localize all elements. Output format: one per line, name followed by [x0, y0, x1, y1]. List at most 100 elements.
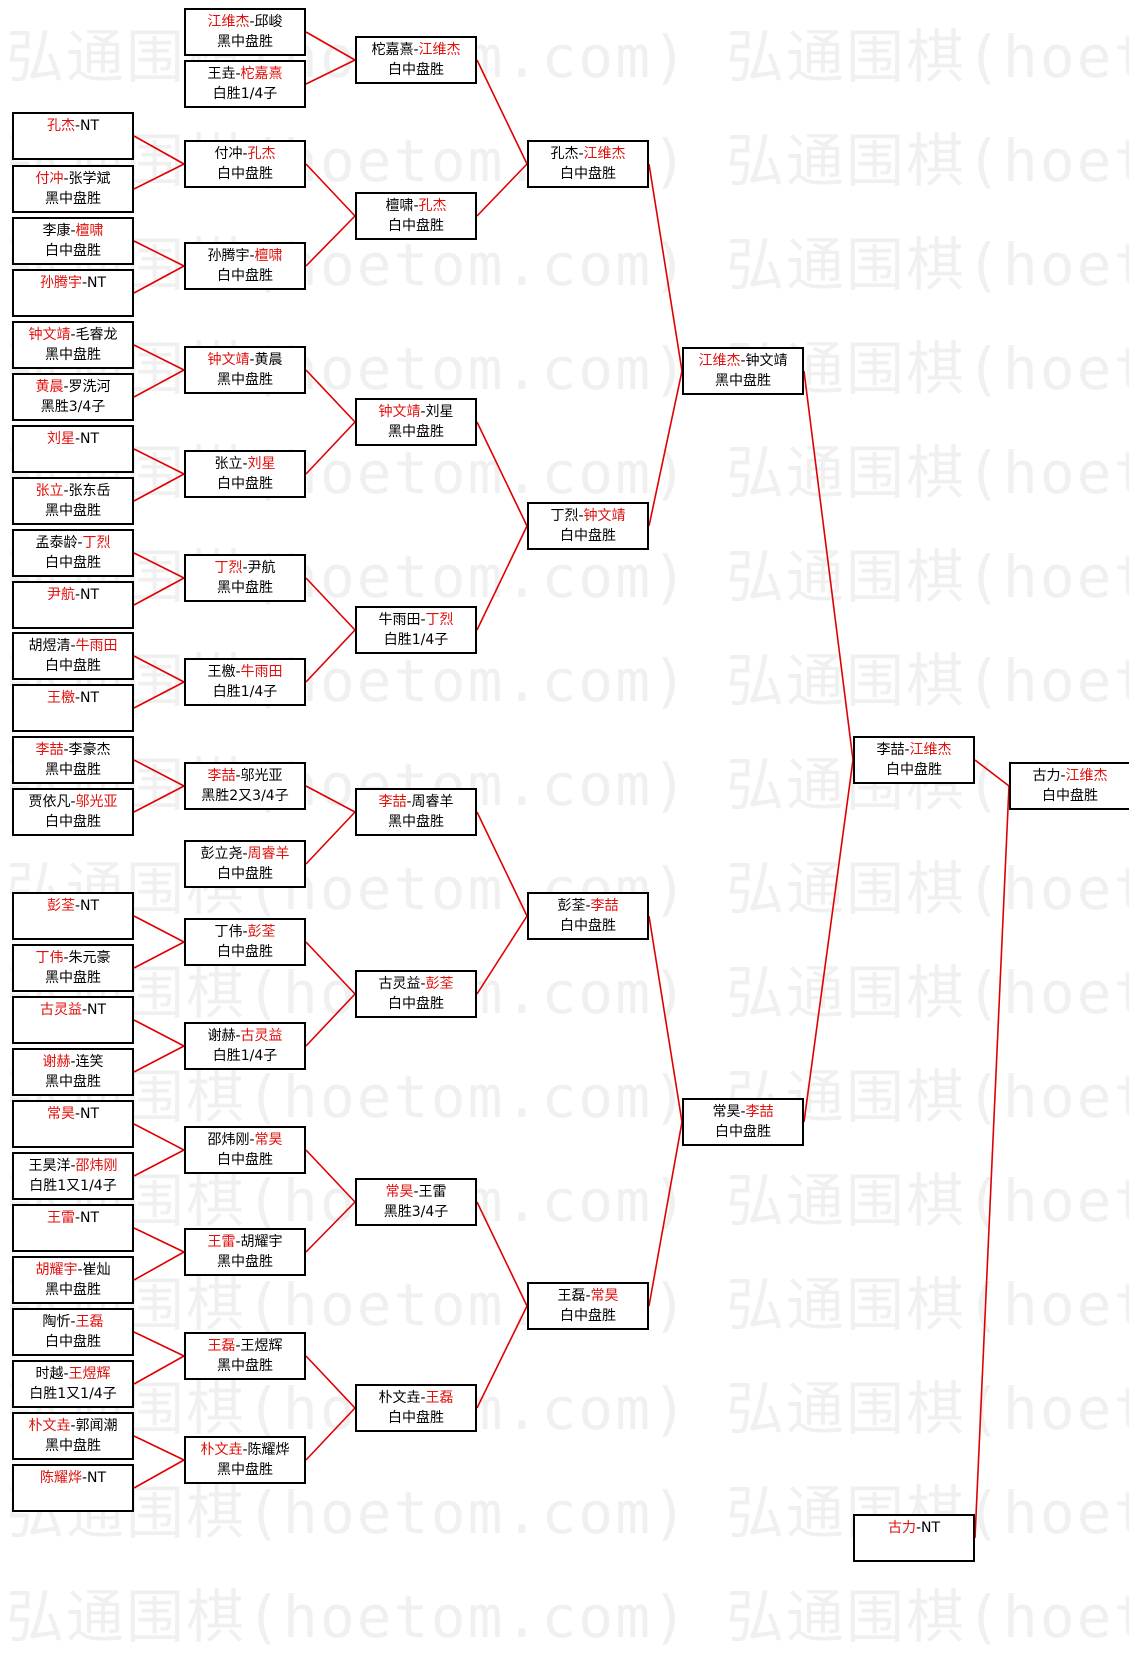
connector-line [476, 915, 528, 995]
match-players: 檀啸-孔杰 [357, 196, 475, 216]
match-box: 胡耀宇-崔灿黑中盘胜 [12, 1256, 134, 1304]
separator: - [74, 690, 81, 706]
match-box: 谢赫-古灵益白胜1/4子 [184, 1022, 306, 1070]
match-result: 黑胜3/4子 [40, 399, 106, 415]
separator: - [70, 638, 76, 654]
separator: - [63, 950, 69, 966]
connector-line [803, 759, 854, 1123]
connector-line [974, 785, 1010, 1539]
connector-line [476, 59, 528, 165]
match-box: 钟文靖-毛睿龙黑中盘胜 [12, 321, 134, 369]
separator: - [420, 1390, 426, 1406]
match-box: 王垚-柁嘉熹白胜1/4子 [184, 60, 306, 108]
separator: - [249, 352, 255, 368]
player-b: 崔灿 [82, 1262, 111, 1278]
player-a: 孔杰 [46, 118, 75, 134]
player-b: 常昊 [254, 1132, 283, 1148]
match-players: 谢赫-古灵益 [186, 1026, 304, 1046]
player-b: 彭荃 [247, 924, 276, 940]
match-result: 黑中盘胜 [217, 1254, 273, 1270]
match-box: 钟文靖-刘星黑中盘胜 [355, 398, 477, 446]
match-result: 白胜1又1/4子 [29, 1178, 117, 1194]
separator: - [413, 42, 419, 58]
match-box: 檀啸-孔杰白中盘胜 [355, 192, 477, 240]
match-result: 白中盘胜 [560, 1308, 616, 1324]
match-box: 常昊-王雷黑胜3/4子 [355, 1178, 477, 1226]
match-players: 牛雨田-丁烈 [357, 610, 475, 630]
player-b: 张东岳 [68, 483, 111, 499]
match-result: 白中盘胜 [560, 166, 616, 182]
connector-line [133, 1123, 185, 1151]
player-b: NT [921, 1520, 941, 1536]
match-result: 白中盘胜 [886, 762, 942, 778]
match-players: 丁烈-钟文靖 [529, 506, 647, 526]
connector-line [305, 941, 356, 995]
match-box: 李喆-江维杰白中盘胜 [853, 736, 975, 784]
separator: - [70, 223, 76, 239]
match-players: 付冲-孔杰 [186, 144, 304, 164]
connector-line [648, 915, 683, 1123]
separator: - [740, 353, 746, 369]
match-players: 刘星-NT [14, 429, 132, 449]
player-b: 柁嘉熹 [240, 66, 283, 82]
match-box: 李喆-周睿羊黑中盘胜 [355, 788, 477, 836]
match-result: 黑中盘胜 [45, 503, 101, 519]
match-players: 钟文靖-刘星 [357, 402, 475, 422]
match-players: 王磊-王煜辉 [186, 1336, 304, 1356]
match-result: 黑中盘胜 [217, 580, 273, 596]
connector-line [133, 681, 185, 709]
separator: - [740, 1104, 746, 1120]
match-result: 白胜1又1/4子 [29, 1386, 117, 1402]
match-result: 白中盘胜 [217, 476, 273, 492]
player-a: 钟文靖 [28, 327, 71, 343]
match-players: 王垚-柁嘉熹 [186, 64, 304, 84]
player-a: 孙腾宇 [39, 275, 82, 291]
player-b: 彭荃 [425, 976, 454, 992]
player-a: 孟泰龄 [35, 535, 78, 551]
connector-line [133, 265, 185, 294]
player-a: 彭荃 [557, 898, 586, 914]
player-b: NT [80, 898, 100, 914]
match-players: 朴文垚-王磊 [357, 1388, 475, 1408]
separator: - [63, 171, 69, 187]
match-box: 常昊-NT [12, 1100, 134, 1148]
match-box: 江维杰-钟文靖黑中盘胜 [682, 347, 804, 395]
match-box: 王雷-胡耀宇黑中盘胜 [184, 1228, 306, 1276]
player-a: 王垚 [207, 66, 236, 82]
match-box: 邵炜刚-常昊白中盘胜 [184, 1126, 306, 1174]
player-b: NT [87, 1470, 107, 1486]
match-result: 白胜1/4子 [212, 86, 278, 102]
match-players: 孙腾宇-NT [14, 273, 132, 293]
player-b: 钟文靖 [583, 508, 626, 524]
player-b: 孔杰 [247, 146, 276, 162]
match-players: 丁烈-尹航 [186, 558, 304, 578]
player-b: 古灵益 [240, 1028, 283, 1044]
match-players: 李康-檀啸 [14, 221, 132, 241]
connector-line [133, 240, 185, 267]
connector-line [133, 344, 185, 371]
match-players: 孙腾宇-檀啸 [186, 246, 304, 266]
connector-line [133, 941, 185, 969]
match-result: 黑中盘胜 [715, 373, 771, 389]
separator: - [235, 66, 241, 82]
player-b: NT [80, 690, 100, 706]
match-result: 白中盘胜 [45, 555, 101, 571]
match-players: 王檄-NT [14, 688, 132, 708]
player-a: 谢赫 [42, 1054, 71, 1070]
match-result: 白中盘胜 [388, 218, 444, 234]
match-box: 张立-张东岳黑中盘胜 [12, 477, 134, 525]
connector-line [133, 1355, 185, 1385]
match-box: 朴文垚-郭闻潮黑中盘胜 [12, 1412, 134, 1460]
match-players: 柁嘉熹-江维杰 [357, 40, 475, 60]
separator: - [74, 118, 81, 134]
connector-line [803, 370, 854, 761]
match-result: 黑中盘胜 [45, 1074, 101, 1090]
player-a: 孔杰 [550, 146, 579, 162]
match-result: 黑中盘胜 [45, 347, 101, 363]
match-players: 李喆-李豪杰 [14, 740, 132, 760]
separator: - [70, 794, 76, 810]
separator: - [413, 1184, 419, 1200]
match-players: 李喆-周睿羊 [357, 792, 475, 812]
connector-line [305, 59, 356, 85]
match-box: 朴文垚-陈耀烨黑中盘胜 [184, 1436, 306, 1484]
